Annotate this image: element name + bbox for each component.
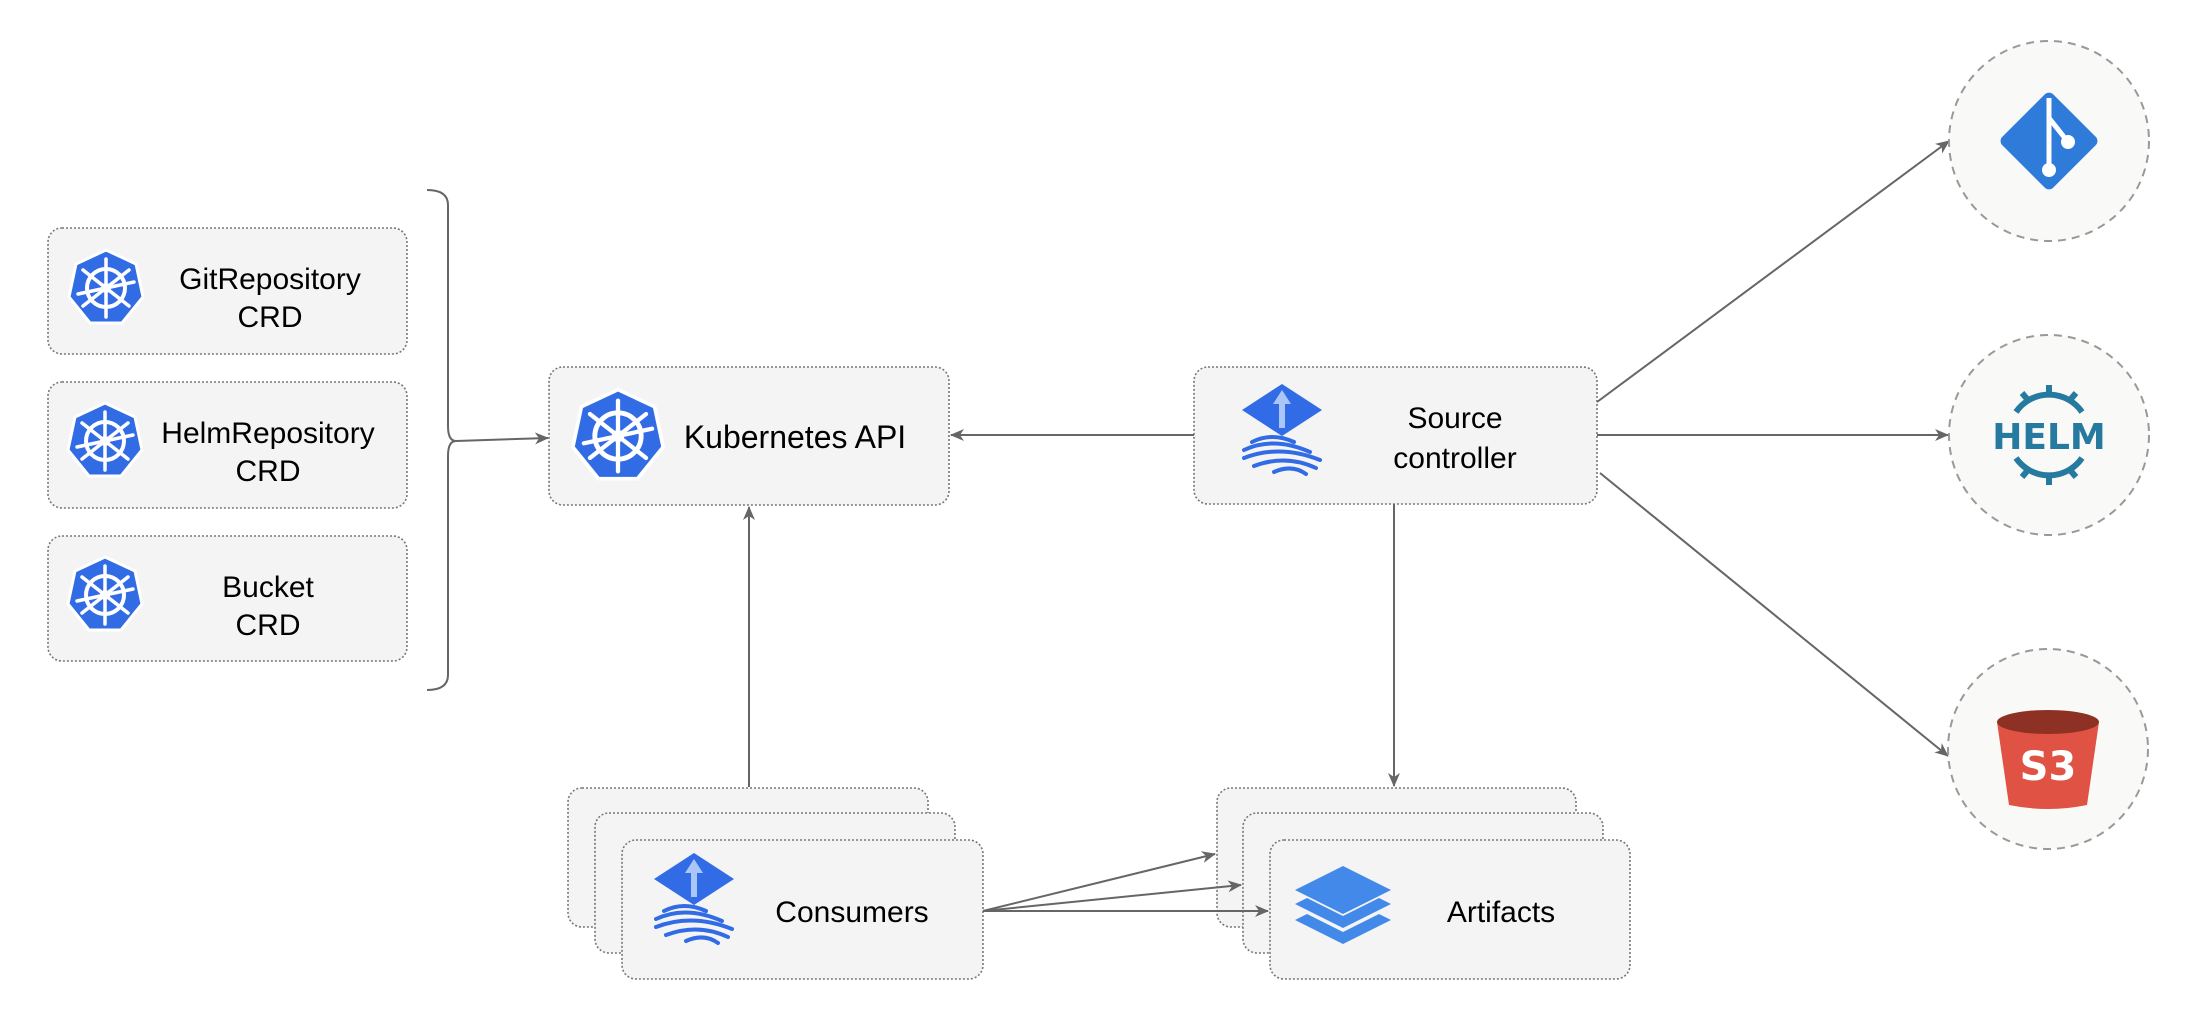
node-label: Kubernetes API — [684, 419, 906, 455]
edge-consumers-to-artifacts — [982, 851, 1216, 912]
edge-source-to-git — [1596, 140, 1950, 403]
helm-source-node[interactable]: HELM — [1948, 334, 2150, 536]
node-label: CRD — [236, 609, 301, 642]
node-label: Consumers — [775, 896, 928, 929]
node-label: HelmRepository — [161, 417, 374, 450]
git-repository-crd-node[interactable]: GitRepository CRD — [47, 227, 408, 355]
grouping-brace — [426, 189, 457, 691]
kubernetes-icon — [66, 555, 144, 632]
consumers-node[interactable]: Consumers — [567, 787, 984, 980]
helm-icon — [2013, 385, 2085, 485]
artifacts-node[interactable]: Artifacts — [1216, 787, 1631, 980]
node-label: CRD — [236, 455, 301, 488]
edge-crds-to-api — [455, 432, 549, 445]
bucket-crd-node[interactable]: Bucket CRD — [47, 535, 408, 662]
source-controller-node[interactable]: Source controller — [1193, 366, 1598, 505]
kubernetes-icon — [66, 401, 144, 478]
git-source-node[interactable] — [1948, 40, 2150, 242]
edge-consumers-to-artifacts — [982, 880, 1242, 912]
kubernetes-icon — [573, 390, 663, 479]
kubernetes-api-node[interactable]: Kubernetes API — [548, 366, 950, 506]
node-label: Source — [1407, 402, 1502, 435]
node-label: Artifacts — [1447, 896, 1555, 929]
helm-logo-text: HELM — [1992, 417, 2105, 458]
kubernetes-icon — [67, 248, 145, 325]
node-label: Bucket — [222, 571, 314, 604]
helm-repository-crd-node[interactable]: HelmRepository CRD — [47, 381, 408, 509]
node-label: GitRepository — [179, 263, 361, 296]
edge-source-to-s3 — [1599, 472, 1949, 757]
node-label: controller — [1393, 442, 1516, 475]
git-icon — [2000, 92, 2098, 190]
s3-bucket-icon — [1997, 710, 2099, 809]
node-label: CRD — [238, 301, 303, 334]
s3-logo-text: S3 — [2020, 744, 2077, 790]
s3-source-node[interactable]: S3 — [1947, 648, 2149, 850]
